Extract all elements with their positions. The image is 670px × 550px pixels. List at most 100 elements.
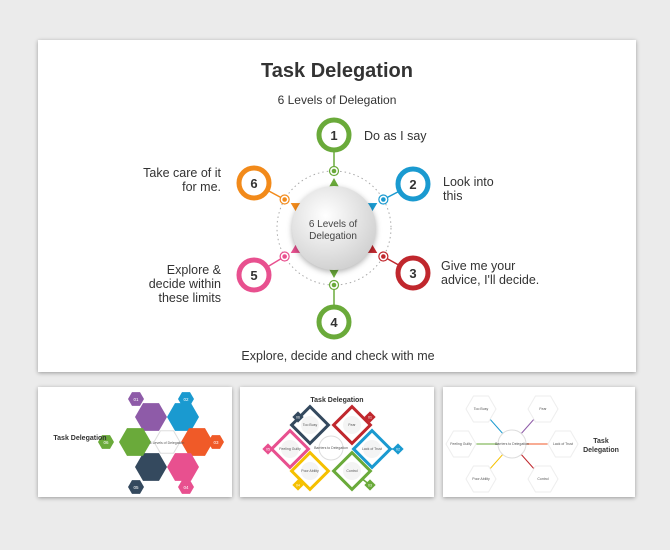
hexagon (119, 428, 151, 456)
hexagon (445, 430, 477, 458)
center-hexagon (153, 430, 181, 454)
level-5-number: 5 (250, 268, 257, 283)
center-label: Barriers to Delegation (495, 442, 529, 446)
level-2-circle (395, 166, 431, 202)
level-4-circle (316, 304, 352, 340)
level-4-number: 4 (330, 315, 338, 330)
number-label: 01 (133, 397, 139, 402)
number-hexagon (128, 392, 144, 406)
item-label: Too Busy (474, 407, 489, 411)
center-circle (318, 435, 344, 461)
number-label: 03 (368, 484, 372, 488)
diamond-inner (301, 462, 319, 480)
thumbnail-title: Task Delegation (583, 438, 619, 454)
center-label: 6 Levels of Delegation (308, 219, 358, 242)
number-label: 04 (296, 484, 300, 488)
connector-dot-inner (331, 168, 337, 174)
level-6-circle (236, 165, 272, 201)
number-label: 05 (266, 448, 270, 452)
connector-dot-inner (381, 254, 386, 259)
number-hexagon (208, 435, 224, 449)
center-circle (497, 429, 527, 459)
number-label: 04 (183, 485, 189, 490)
item-label: Feeling Guilty (450, 442, 472, 446)
hexagon (527, 465, 559, 493)
item-label: Control (537, 477, 549, 481)
pointer-triangle (367, 244, 378, 253)
pointer-triangle (329, 178, 339, 187)
hexagon (181, 428, 213, 456)
level-5-label: Explore & decide within these limits (148, 263, 221, 305)
number-label: 01 (368, 416, 372, 420)
levels-diagram: 1 2 3 4 5 6 (236, 117, 431, 340)
connector-dot-inner (381, 197, 386, 202)
level-3-number: 3 (409, 266, 416, 281)
diamond-inner (363, 440, 381, 458)
level-3-label: Give me your advice, I'll decide. (441, 259, 540, 287)
hexagon (465, 465, 497, 493)
level-2-number: 2 (409, 177, 416, 192)
level-5-circle (236, 257, 272, 293)
diamond-inner (343, 416, 361, 434)
number-hexagon (178, 480, 194, 494)
number-hexagon (178, 392, 194, 406)
item-label: Feeling Guilty (279, 447, 301, 451)
center-circle (292, 186, 376, 270)
level-1-label: Do as I say (364, 129, 427, 143)
level-3-circle (395, 255, 431, 291)
hexagon (167, 403, 199, 431)
connector-dot-inner (282, 254, 287, 259)
pointer-triangle (290, 244, 301, 253)
number-label: 06 (103, 440, 109, 445)
item-label: Lack of Trust (553, 442, 573, 446)
hexagon (527, 395, 559, 423)
thumbnail-title: Task Delegation (310, 397, 364, 404)
slide-subtitle: 6 Levels of Delegation (277, 93, 397, 107)
hexagon (465, 395, 497, 423)
number-label: 03 (213, 440, 219, 445)
number-hexagon (98, 435, 114, 449)
level-6-number: 6 (250, 176, 257, 191)
number-label: 05 (133, 485, 139, 490)
diamond-inner (281, 440, 299, 458)
slide-title: Task Delegation (261, 60, 413, 82)
center-label: 6 Levels of Delegation (150, 441, 185, 445)
connector-dot-inner (331, 282, 337, 288)
number-label: 02 (183, 397, 189, 402)
hexagon (547, 430, 579, 458)
hexagon (167, 453, 199, 481)
center-label: Barriers to Delegation (314, 446, 348, 450)
level-6-label: Take care of it for me. (143, 166, 221, 194)
thumbnail-title: Task Delegation (53, 435, 107, 442)
number-hexagon (128, 480, 144, 494)
connector-dot-inner (282, 197, 287, 202)
number-label: 02 (396, 448, 400, 452)
item-label: Poor Ability (472, 477, 490, 481)
item-label: Poor Ability (301, 469, 319, 473)
dotted-ring (276, 170, 392, 286)
level-1-circle (316, 117, 352, 153)
number-label: 06 (296, 416, 300, 420)
pointer-triangle (367, 203, 378, 212)
level-1-number: 1 (330, 128, 337, 143)
diamond-inner (301, 416, 319, 434)
item-label: Too Busy (303, 423, 318, 427)
item-label: Lack of Trust (362, 447, 382, 451)
hexagon (135, 453, 167, 481)
hexagon-diagram: 01 02 03 04 05 06 6 Levels of Delegation (98, 392, 224, 494)
level-2-label: Look into this (443, 175, 494, 203)
item-label: Fear (348, 423, 356, 427)
item-label: Control (346, 469, 358, 473)
diamond-inner (343, 462, 361, 480)
item-label: Fear (539, 407, 547, 411)
hexagon (135, 403, 167, 431)
pointer-triangle (329, 269, 339, 278)
main-slide-preview[interactable]: Task Delegation 6 Levels of Delegation 1… (38, 40, 636, 372)
thumbnail-hexagon-levels[interactable]: 01 02 03 04 05 06 6 Levels of Delegation Task … (38, 387, 232, 497)
level-4-label: Explore, decide and check with me (241, 349, 435, 363)
pointer-triangle (290, 203, 301, 212)
